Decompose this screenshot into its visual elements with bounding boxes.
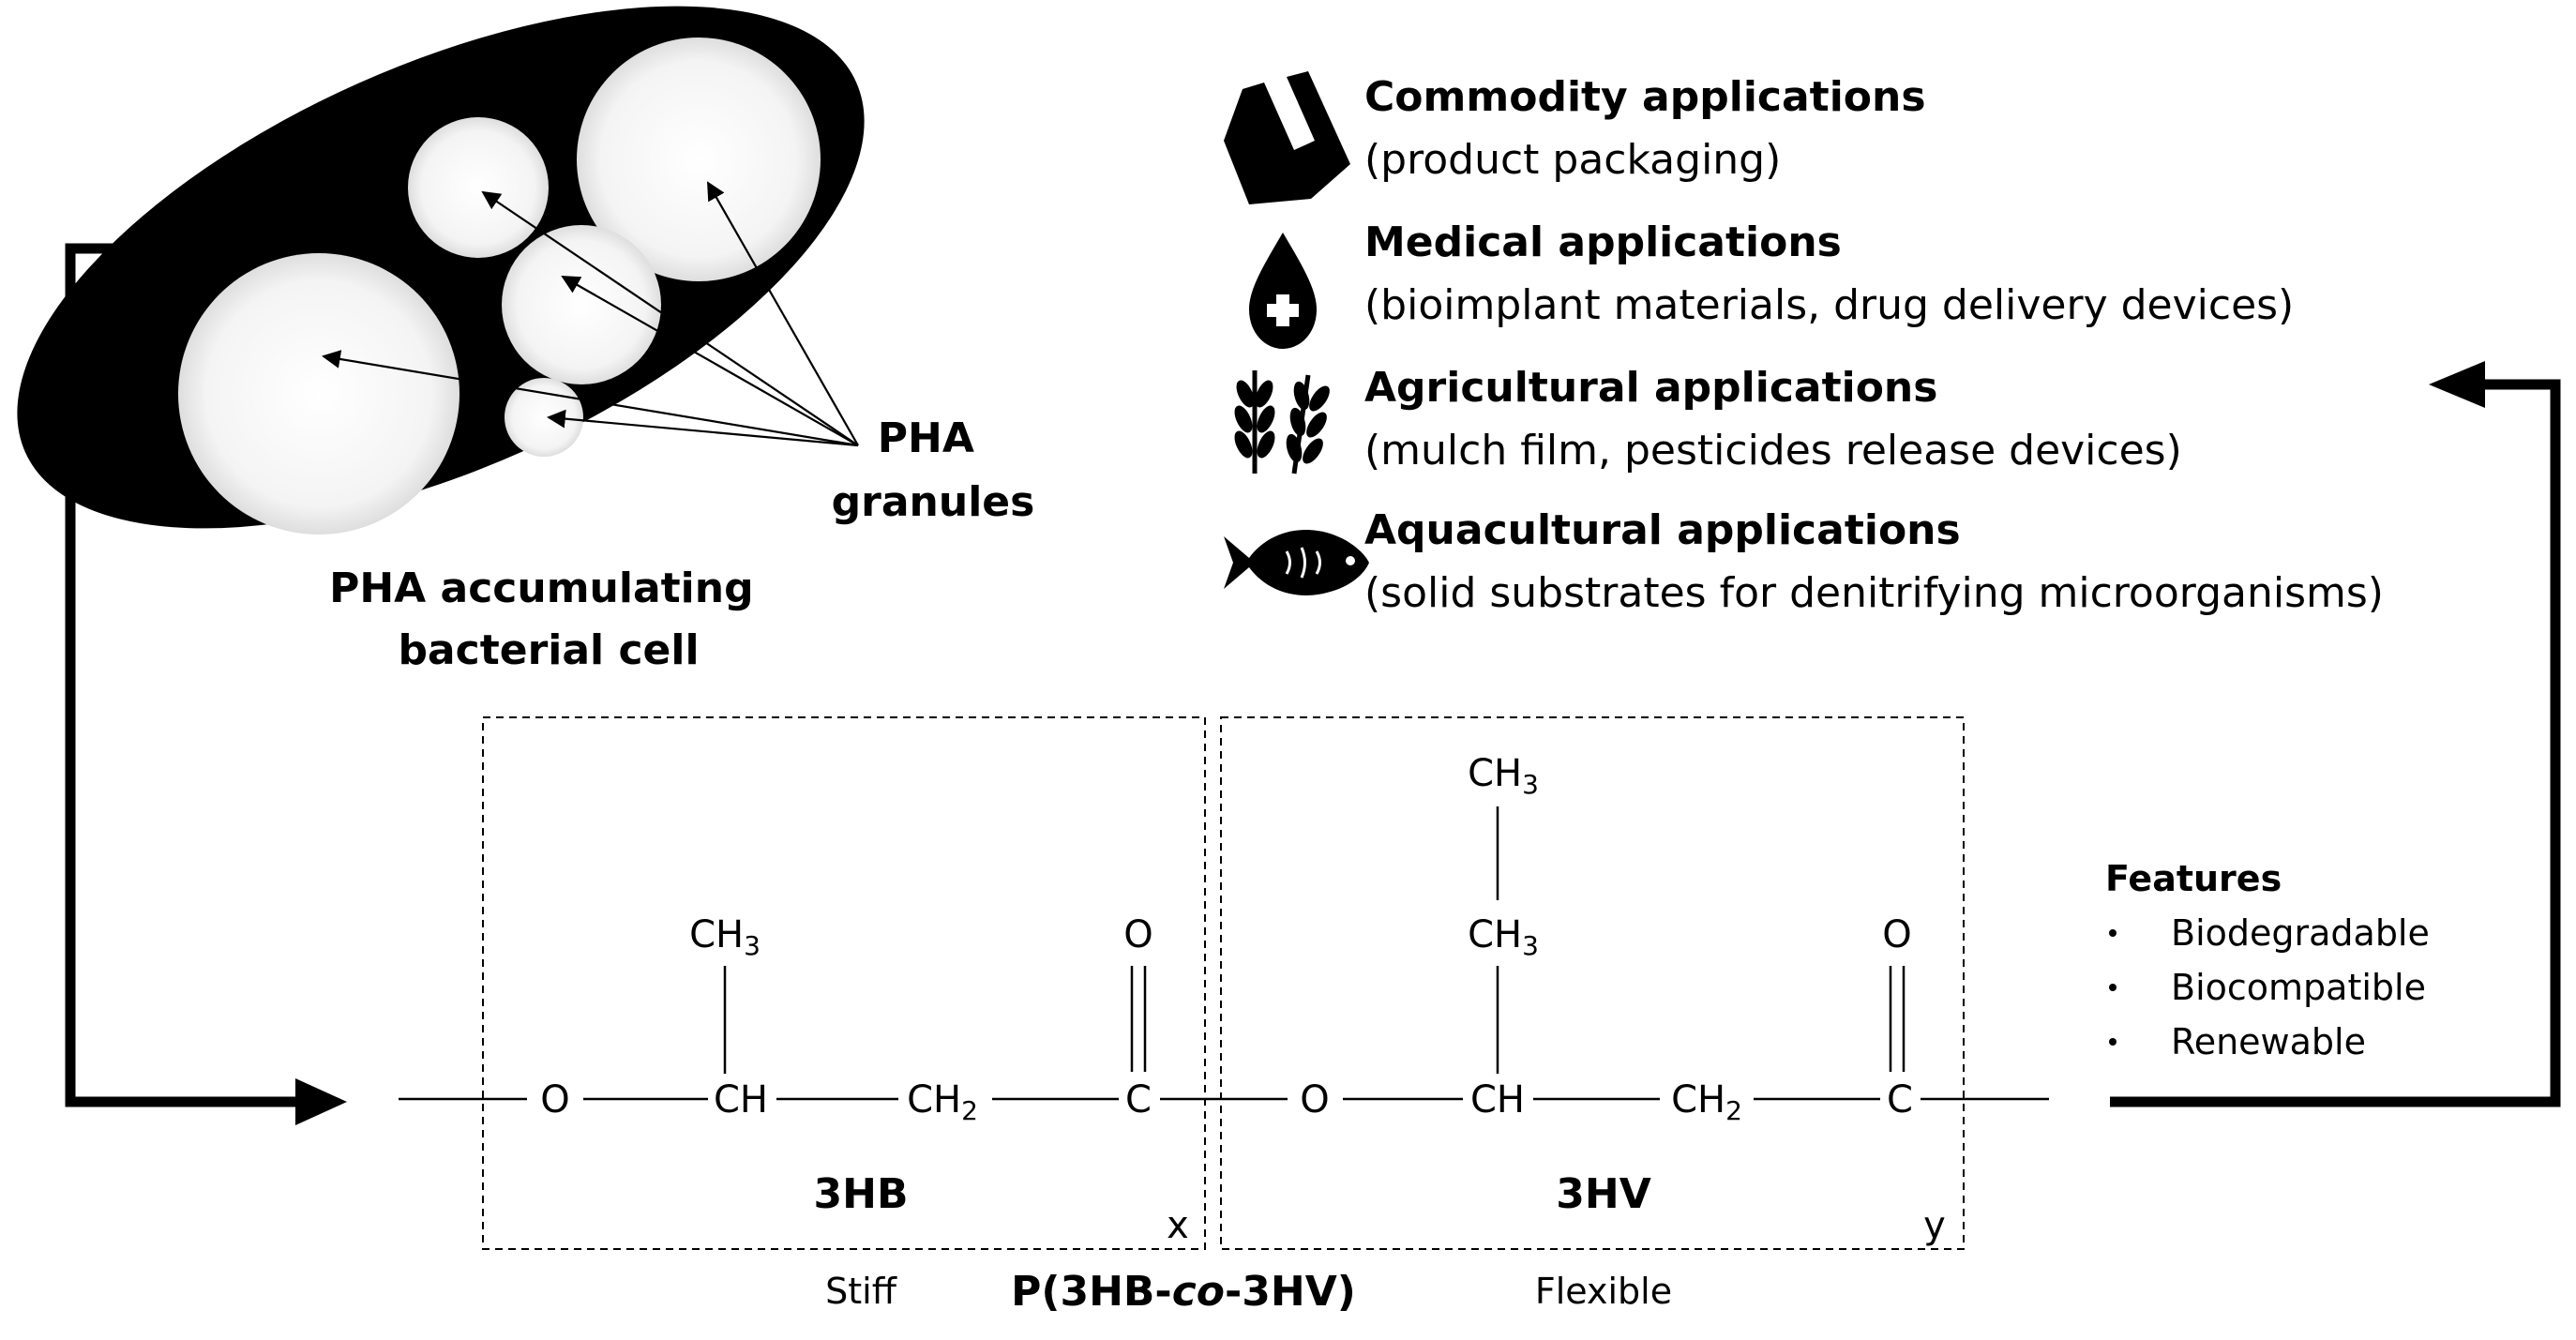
- unit2-name: 3HV: [1556, 1170, 1651, 1218]
- unit2-structure: CH3 CH3 O O CH CH2 C 3HV y Flexible: [1300, 752, 1946, 1312]
- cell-label: PHA accumulating bacterial cell: [329, 565, 768, 674]
- unit1-subscript: x: [1167, 1204, 1189, 1247]
- features-list: Features Biodegradable Biocompatible Ren…: [2105, 858, 2430, 1062]
- feature-bullet: [2109, 1038, 2117, 1046]
- unit1-carbon: C: [1125, 1078, 1152, 1122]
- app-aquacultural-title: Aquacultural applications: [1364, 506, 1961, 554]
- granule-top-right: [577, 38, 821, 281]
- granules-label: PHA granules: [832, 414, 1035, 526]
- unit2-property: Flexible: [1535, 1271, 1672, 1312]
- feature-item: Biodegradable: [2171, 912, 2430, 954]
- app-agricultural-title: Agricultural applications: [1364, 364, 1937, 412]
- granule-top-left: [408, 117, 549, 258]
- unit1-ch2: CH2: [907, 1078, 978, 1126]
- right-cycle-arrow: [2110, 361, 2561, 1107]
- feature-item: Renewable: [2171, 1021, 2366, 1062]
- unit2-ch: CH: [1470, 1078, 1525, 1122]
- unit2-methyl-top: CH3: [1468, 752, 1539, 800]
- app-commodity-desc: (product packaging): [1364, 136, 1781, 184]
- unit1-property: Stiff: [825, 1271, 897, 1312]
- unit1-carbonyl-o: O: [1123, 913, 1152, 956]
- shopping-bag-icon: [1224, 71, 1350, 204]
- unit1-methyl: CH3: [689, 913, 761, 961]
- unit1-ch: CH: [714, 1078, 768, 1122]
- copolymer-name: P(3HB-co-3HV): [1011, 1268, 1356, 1316]
- unit1-name: 3HB: [814, 1170, 909, 1218]
- bacterial-cell: PHA granules PHA accumulating bacterial …: [17, 6, 1035, 674]
- unit1-structure: CH3 O O CH CH2 C 3HB x Stiff: [540, 913, 1189, 1312]
- granule-large-left: [178, 253, 459, 534]
- fish-icon: [1224, 530, 1369, 595]
- features-title: Features: [2105, 858, 2282, 899]
- app-aquacultural-desc: (solid substrates for denitrifying micro…: [1364, 569, 2384, 617]
- unit2-ch2: CH2: [1671, 1078, 1742, 1126]
- app-medical-desc: (bioimplant materials, drug delivery dev…: [1364, 281, 2294, 329]
- app-medical-title: Medical applications: [1364, 218, 1842, 266]
- unit2-methyl: CH3: [1468, 913, 1539, 961]
- left-cycle-arrow: [65, 243, 347, 1125]
- unit1-box: [482, 716, 1206, 1250]
- app-commodity-title: Commodity applications: [1364, 73, 1926, 121]
- app-agricultural-desc: (mulch film, pesticides release devices): [1364, 427, 2182, 474]
- granule-small: [505, 378, 583, 457]
- unit2-carbon: C: [1887, 1078, 1913, 1122]
- backbone-bonds: [399, 806, 2049, 1101]
- unit2-carbonyl-o: O: [1882, 913, 1911, 956]
- feature-item: Biocompatible: [2171, 967, 2426, 1008]
- unit2-box: [1220, 716, 1965, 1250]
- unit1-ester-o: O: [540, 1078, 569, 1122]
- medical-drop-icon: [1249, 233, 1317, 349]
- unit2-subscript: y: [1923, 1204, 1946, 1247]
- feature-bullet: [2109, 984, 2117, 991]
- granule-middle: [502, 225, 661, 384]
- wheat-icon: [1234, 370, 1330, 474]
- unit2-ester-o: O: [1300, 1078, 1329, 1122]
- granule-pointer-lines: [322, 181, 859, 447]
- feature-bullet: [2109, 929, 2117, 937]
- applications-list: Commodity applications (product packagin…: [1364, 73, 2384, 617]
